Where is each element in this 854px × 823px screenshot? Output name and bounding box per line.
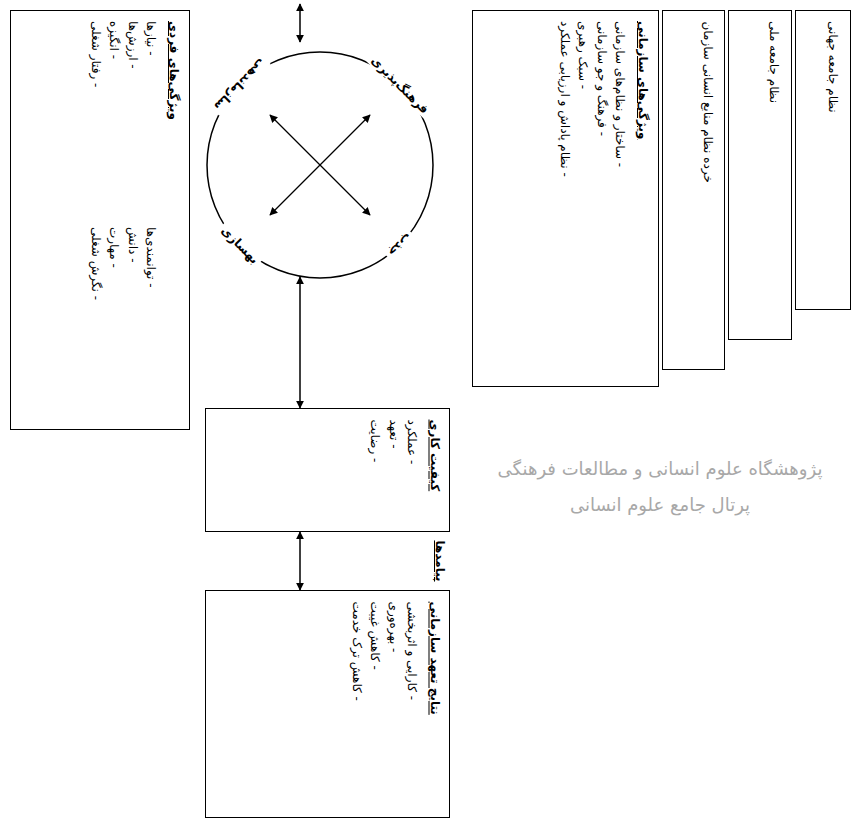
rotated-content: نظام جامعه جهانی: [796, 11, 850, 309]
box-heading: نتایج تعهد سازمانی: [424, 601, 443, 807]
cycle-ring: [207, 52, 433, 278]
list-item: - تعهد: [383, 419, 402, 521]
rotated-content: نظام جامعه ملی: [729, 11, 791, 339]
list-item: - نیازها: [142, 21, 161, 213]
list-item: - دانش: [123, 227, 142, 419]
item-list: - عملکرد- تعهد- رضایت: [365, 419, 421, 521]
list-item: - رفتار شغلی: [86, 21, 105, 213]
list-item: - عملکرد: [402, 419, 421, 521]
watermark-text: پرتال جامع علوم انسانی: [570, 494, 750, 515]
list-item: - نظام پاداش و ارزیابی عملکرد: [555, 21, 574, 376]
connector-arrow: [299, 277, 301, 408]
list-item: - نگرش شغلی: [86, 227, 105, 419]
cross-arrow: [270, 115, 370, 215]
list-item: - سبک رهبری: [574, 21, 593, 376]
rotated-content: ویژگی‌های فردی- توانمندی‌ها- دانش- مهارت…: [11, 11, 189, 429]
rotated-content: خرده نظام منابع انسانی سازمان: [663, 11, 724, 369]
list-item: - توانمندی‌ها: [142, 227, 161, 419]
rotated-content: کیفیت کاری- عملکرد- تعهد- رضایت: [206, 409, 449, 531]
system-band: نظام جامعه جهانی: [795, 10, 851, 310]
list-item: - کاهش غیبت: [365, 601, 384, 807]
connector-arrow: [299, 532, 301, 590]
cycle-circle: سازماندهی فرهنگ‌پذیری جذب بهسازی: [200, 50, 440, 280]
list-item: - کارایی و اثربخشی: [402, 601, 421, 807]
rotated-content: ویژگی‌های سازمانی- ساختار و نظام‌های ساز…: [473, 11, 658, 386]
item-list: - کارایی و اثربخشی- بهره‌وری- کاهش غیبت-…: [346, 601, 420, 807]
list-item: - کاهش ترک خدمت: [346, 601, 365, 807]
outcome-box: نتایج تعهد سازمانی- کارایی و اثربخشی- به…: [205, 590, 450, 818]
list-item: - ساختار و نظام‌های سازمانی: [611, 21, 630, 376]
outcome-box: کیفیت کاری- عملکرد- تعهد- رضایت: [205, 408, 450, 532]
cycle-stage-label: سازماندهی: [209, 54, 271, 116]
cycle-stage-label: بهسازی: [216, 221, 263, 268]
list-item: - بهره‌وری: [383, 601, 402, 807]
cycle-stage-label: جذب: [383, 228, 417, 262]
watermark-text: پژوهشگاه علوم انسانی و مطالعات فرهنگی: [498, 458, 823, 479]
item-list: - ساختار و نظام‌های سازمانی- فرهنگ و جو …: [555, 21, 629, 376]
feature-box: ویژگی‌های فردی- توانمندی‌ها- دانش- مهارت…: [10, 10, 190, 430]
item-list: - توانمندی‌ها- دانش- مهارت- نگرش شغلی - ن…: [86, 21, 160, 419]
system-band: خرده نظام منابع انسانی سازمان: [662, 10, 725, 370]
box-heading: ویژگی‌های فردی: [164, 21, 183, 419]
band-label: نظام جامعه جهانی: [823, 21, 844, 299]
band-label: خرده نظام منابع انسانی سازمان: [697, 21, 718, 359]
feature-box: ویژگی‌های سازمانی- ساختار و نظام‌های ساز…: [472, 10, 659, 387]
box-heading: ویژگی‌های سازمانی: [633, 21, 652, 376]
list-item: - رضایت: [365, 419, 384, 521]
section-label: پیامدها: [433, 540, 447, 581]
box-heading: کیفیت کاری: [424, 419, 443, 521]
outer-double-arrow: [299, 4, 301, 42]
list-item: - انگیزه: [105, 21, 124, 213]
cycle-stage-label: فرهنگ‌پذیری: [366, 51, 433, 118]
list-item: - ارزش‌ها: [123, 21, 142, 213]
cross-arrow: [270, 115, 370, 215]
band-label: نظام جامعه ملی: [764, 21, 785, 329]
list-item: - فرهنگ و جو سازمانی: [592, 21, 611, 376]
system-band: نظام جامعه ملی: [728, 10, 792, 340]
list-item: - مهارت: [105, 227, 124, 419]
rotated-content: نتایج تعهد سازمانی- کارایی و اثربخشی- به…: [206, 591, 449, 817]
